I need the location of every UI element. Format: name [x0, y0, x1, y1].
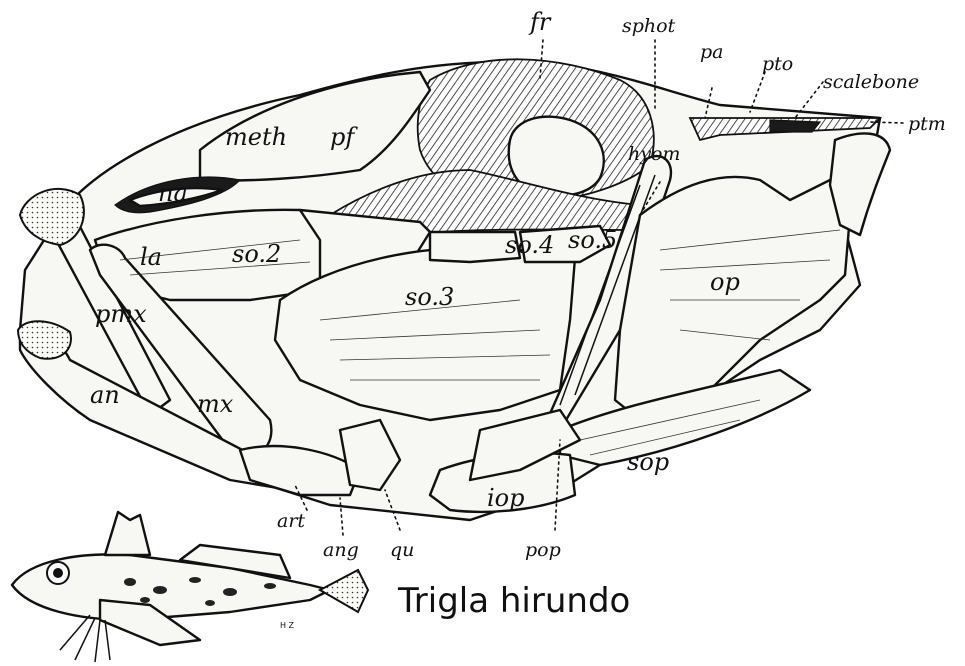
label-so4: so.4	[505, 231, 554, 259]
label-sphot: sphot	[622, 15, 676, 37]
label-pto: pto	[762, 53, 793, 75]
label-na: na	[158, 179, 188, 207]
artist-mark: H Z	[280, 621, 295, 630]
leader-pto	[750, 72, 765, 112]
label-ptm: ptm	[908, 113, 946, 135]
label-so3: so.3	[405, 283, 454, 311]
label-scalebone: scalebone	[823, 71, 919, 93]
label-qu: qu	[390, 539, 414, 561]
label-sop: sop	[627, 448, 669, 476]
post-temporal-spine	[830, 133, 890, 235]
label-mx: mx	[197, 390, 234, 418]
label-art: art	[277, 510, 305, 532]
label-pmx: pmx	[95, 300, 147, 328]
label-an: an	[90, 381, 120, 409]
label-pop: pop	[525, 539, 561, 561]
scalebone-dark	[770, 120, 820, 132]
fish-figure: H Z	[12, 512, 368, 662]
label-hyom: hyom	[628, 143, 680, 165]
label-iop: iop	[487, 484, 525, 512]
label-pa: pa	[700, 41, 724, 63]
fish-dorsal-fin-1	[105, 512, 150, 555]
label-so2: so.2	[232, 240, 281, 268]
label-op: op	[710, 268, 740, 296]
fish-tail	[320, 570, 368, 612]
label-pf: pf	[330, 123, 358, 151]
label-la: la	[140, 243, 162, 271]
label-ang: ang	[323, 539, 359, 561]
premaxilla-head	[20, 189, 84, 245]
label-so5: so.5	[568, 226, 617, 254]
label-fr: fr	[528, 8, 552, 36]
label-meth: meth	[225, 123, 287, 151]
fish-pupil	[53, 568, 63, 578]
species-name: Trigla hirundo	[397, 581, 630, 621]
